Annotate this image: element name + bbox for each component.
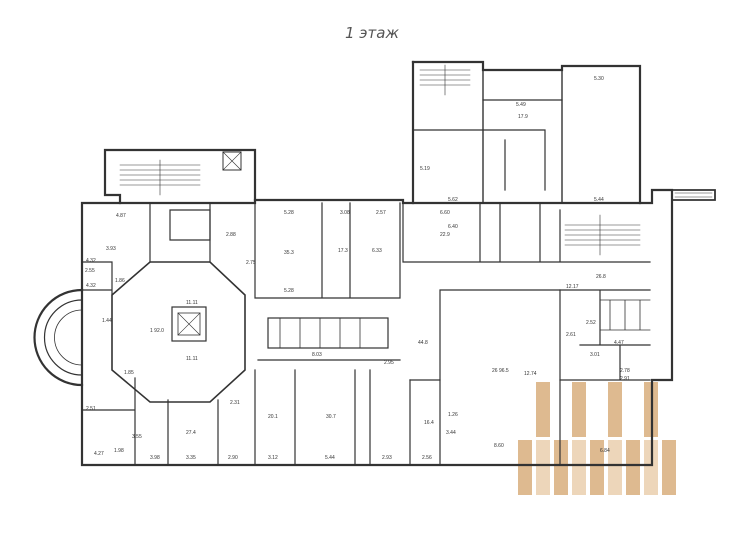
dim-label: 2.57 [376, 210, 386, 216]
dim-label: 6.33 [372, 248, 382, 254]
dim-label: 4.32 [86, 258, 96, 264]
dim-label: 2.61 [566, 332, 576, 338]
dim-label: 3.01 [590, 352, 600, 358]
dim-label: 8.03 [312, 352, 322, 358]
room-label: 20.1 [268, 414, 278, 420]
dim-label: 5.30 [594, 76, 604, 82]
dim-label: 4.27 [94, 451, 104, 457]
room-label: 35.3 [284, 250, 294, 256]
dim-label: 5.62 [448, 197, 458, 203]
room-label: 22.9 [440, 232, 450, 238]
dim-label: 2.51 [86, 406, 96, 412]
dim-label: 2.88 [226, 232, 236, 238]
dim-label: 2.91 [620, 376, 630, 382]
room-label: 26 96.5 [492, 368, 509, 374]
dim-label: 6.84 [600, 448, 610, 454]
dim-label: 1.44 [102, 318, 112, 324]
room-label: 26.8 [596, 274, 606, 280]
dim-label: 5.19 [420, 166, 430, 172]
dim-label: 8.60 [494, 443, 504, 449]
dim-label: 2.31 [230, 400, 240, 406]
dim-label: 2.90 [228, 455, 238, 461]
room-label: 17.3 [338, 248, 348, 254]
room-labels: 1 92.0 26 96.5 35.3 17.3 44.8 17.9 26.8 … [150, 114, 606, 436]
floor-title: 1 этаж [345, 24, 399, 42]
dim-label: 6.40 [448, 224, 458, 230]
dim-label: 5.44 [594, 197, 604, 203]
dim-label: 1.85 [124, 370, 134, 376]
dim-label: 5.44 [325, 455, 335, 461]
room-label: 16.4 [424, 420, 434, 426]
dim-label: 6.60 [440, 210, 450, 216]
dim-label: 12.74 [524, 371, 537, 377]
dim-label: 5.28 [284, 210, 294, 216]
dim-label: 2.55 [85, 268, 95, 274]
dim-label: 3.12 [268, 455, 278, 461]
dim-label: 3.35 [186, 455, 196, 461]
dim-label: 2.75 [246, 260, 256, 266]
room-label: 30.7 [326, 414, 336, 420]
dim-label: 2.56 [422, 455, 432, 461]
room-label: 17.9 [518, 114, 528, 120]
dim-label: 12.17 [566, 284, 579, 290]
dim-label: 1.86 [115, 278, 125, 284]
room-label: 44.8 [418, 340, 428, 346]
dim-label: 3.44 [446, 430, 456, 436]
dim-label: 11.11 [186, 300, 198, 306]
dim-label: 2.78 [620, 368, 630, 374]
dim-label: 2.52 [586, 320, 596, 326]
room-label: 1 92.0 [150, 328, 164, 334]
dim-label: 3.55 [132, 434, 142, 440]
dim-label: 4.47 [614, 340, 624, 346]
dim-label: 4.87 [116, 213, 126, 219]
dim-label: 3.98 [150, 455, 160, 461]
watermark-logo [518, 382, 676, 495]
dim-label: 1.26 [448, 412, 458, 418]
dimension-labels: 4.87 3.93 4.32 4.32 2.55 1.86 1.44 1.85 … [85, 76, 630, 461]
dim-label: 4.32 [86, 283, 96, 289]
dim-label: 3.93 [106, 246, 116, 252]
room-label: 27.4 [186, 430, 196, 436]
dim-label: 5.49 [516, 102, 526, 108]
dim-label: 2.95 [384, 360, 394, 366]
dim-label: 2.93 [382, 455, 392, 461]
walls [33, 60, 716, 467]
dim-label: 5.28 [284, 288, 294, 294]
dim-label: 1.98 [114, 448, 124, 454]
dim-label: 3.08 [340, 210, 350, 216]
dim-label: 11.11 [186, 356, 198, 362]
